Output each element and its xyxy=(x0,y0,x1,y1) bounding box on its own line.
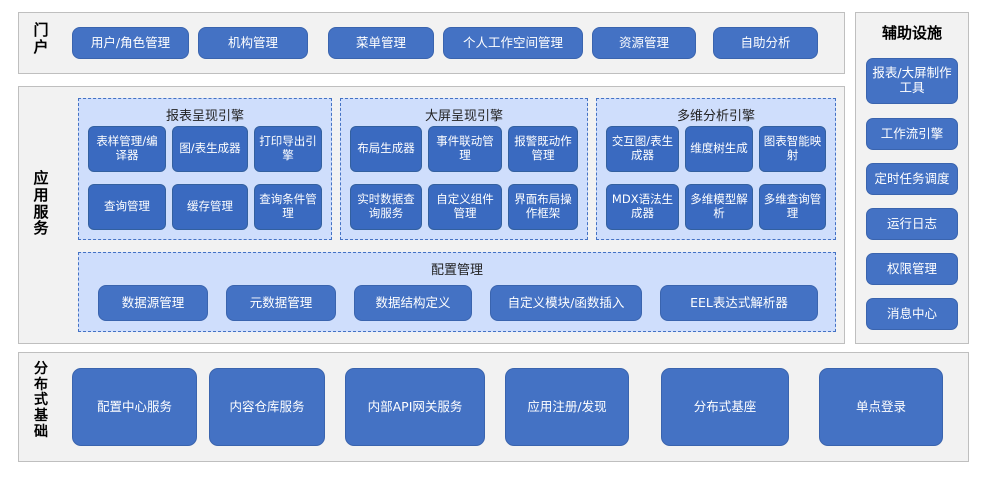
bigscreen-engine-item-alarm-action-management[interactable]: 报警既动作管理 xyxy=(508,126,578,172)
app-services-section-label: 应用服务 xyxy=(33,169,49,238)
aux-item-scheduled-task-scheduling[interactable]: 定时任务调度 xyxy=(866,163,958,195)
portal-item-resource-management[interactable]: 资源管理 xyxy=(592,27,696,59)
olap-engine-item-interactive-chart-table-generator[interactable]: 交互图/表生成器 xyxy=(606,126,679,172)
config-item-datasource-management[interactable]: 数据源管理 xyxy=(98,285,208,321)
aux-item-message-center[interactable]: 消息中心 xyxy=(866,298,958,330)
bigscreen-engine-item-layout-generator[interactable]: 布局生成器 xyxy=(350,126,422,172)
config-item-eel-expression-parser[interactable]: EEL表达式解析器 xyxy=(660,285,818,321)
bigscreen-engine-item-event-linkage-management[interactable]: 事件联动管理 xyxy=(428,126,502,172)
report-engine-item-query-condition-management[interactable]: 查询条件管理 xyxy=(254,184,322,230)
olap-engine-item-multidimensional-model-parsing[interactable]: 多维模型解析 xyxy=(685,184,753,230)
portal-item-menu-management[interactable]: 菜单管理 xyxy=(328,27,434,59)
portal-section-label: 门户 xyxy=(33,21,49,56)
bigscreen-engine-item-custom-component-management[interactable]: 自定义组件管理 xyxy=(428,184,502,230)
olap-engine-item-dimension-tree-generation[interactable]: 维度树生成 xyxy=(685,126,753,172)
aux-item-runtime-log[interactable]: 运行日志 xyxy=(866,208,958,240)
report-engine-item-query-management[interactable]: 查询管理 xyxy=(88,184,166,230)
report-engine-item-chart-table-generator[interactable]: 图/表生成器 xyxy=(172,126,248,172)
aux-item-workflow-engine[interactable]: 工作流引擎 xyxy=(866,118,958,150)
olap-engine-item-chart-smart-mapping[interactable]: 图表智能映射 xyxy=(759,126,826,172)
bigscreen-engine-item-realtime-data-query-service[interactable]: 实时数据查询服务 xyxy=(350,184,422,230)
base-item-content-repository-service[interactable]: 内容仓库服务 xyxy=(209,368,325,446)
aux-facilities-title: 辅助设施 xyxy=(881,24,942,42)
bigscreen-engine-item-ui-layout-operation-framework[interactable]: 界面布局操作框架 xyxy=(508,184,578,230)
engine-group-report-rendering-title: 报表呈现引擎 xyxy=(165,109,244,124)
olap-engine-item-mdx-syntax-generator[interactable]: MDX语法生成器 xyxy=(606,184,679,230)
base-item-app-registration-discovery[interactable]: 应用注册/发现 xyxy=(505,368,629,446)
aux-item-report-bigscreen-authoring-tool[interactable]: 报表/大屏制作工具 xyxy=(866,58,958,104)
report-engine-item-print-export-engine[interactable]: 打印导出引擎 xyxy=(254,126,322,172)
olap-engine-item-multidimensional-query-management[interactable]: 多维查询管理 xyxy=(759,184,826,230)
portal-item-personal-workspace-management[interactable]: 个人工作空间管理 xyxy=(443,27,583,59)
engine-group-multidimensional-analysis-title: 多维分析引擎 xyxy=(676,109,755,124)
base-item-distributed-foundation[interactable]: 分布式基座 xyxy=(661,368,789,446)
engine-group-bigscreen-rendering-title: 大屏呈现引擎 xyxy=(424,109,503,124)
config-item-custom-module-function-insert[interactable]: 自定义模块/函数插入 xyxy=(490,285,642,321)
base-item-config-center-service[interactable]: 配置中心服务 xyxy=(72,368,197,446)
portal-item-org-management[interactable]: 机构管理 xyxy=(198,27,308,59)
config-item-data-structure-definition[interactable]: 数据结构定义 xyxy=(354,285,472,321)
report-engine-item-cache-management[interactable]: 缓存管理 xyxy=(172,184,248,230)
base-item-single-sign-on[interactable]: 单点登录 xyxy=(819,368,943,446)
distributed-base-section-label: 分布式基础 xyxy=(34,361,48,440)
report-engine-item-template-manager-compiler[interactable]: 表样管理/编译器 xyxy=(88,126,166,172)
base-item-internal-api-gateway-service[interactable]: 内部API网关服务 xyxy=(345,368,485,446)
portal-item-user-role-management[interactable]: 用户/角色管理 xyxy=(72,27,189,59)
config-item-metadata-management[interactable]: 元数据管理 xyxy=(226,285,336,321)
config-management-group-title: 配置管理 xyxy=(430,263,483,278)
aux-item-permission-management[interactable]: 权限管理 xyxy=(866,253,958,285)
portal-item-self-service-analysis[interactable]: 自助分析 xyxy=(713,27,818,59)
